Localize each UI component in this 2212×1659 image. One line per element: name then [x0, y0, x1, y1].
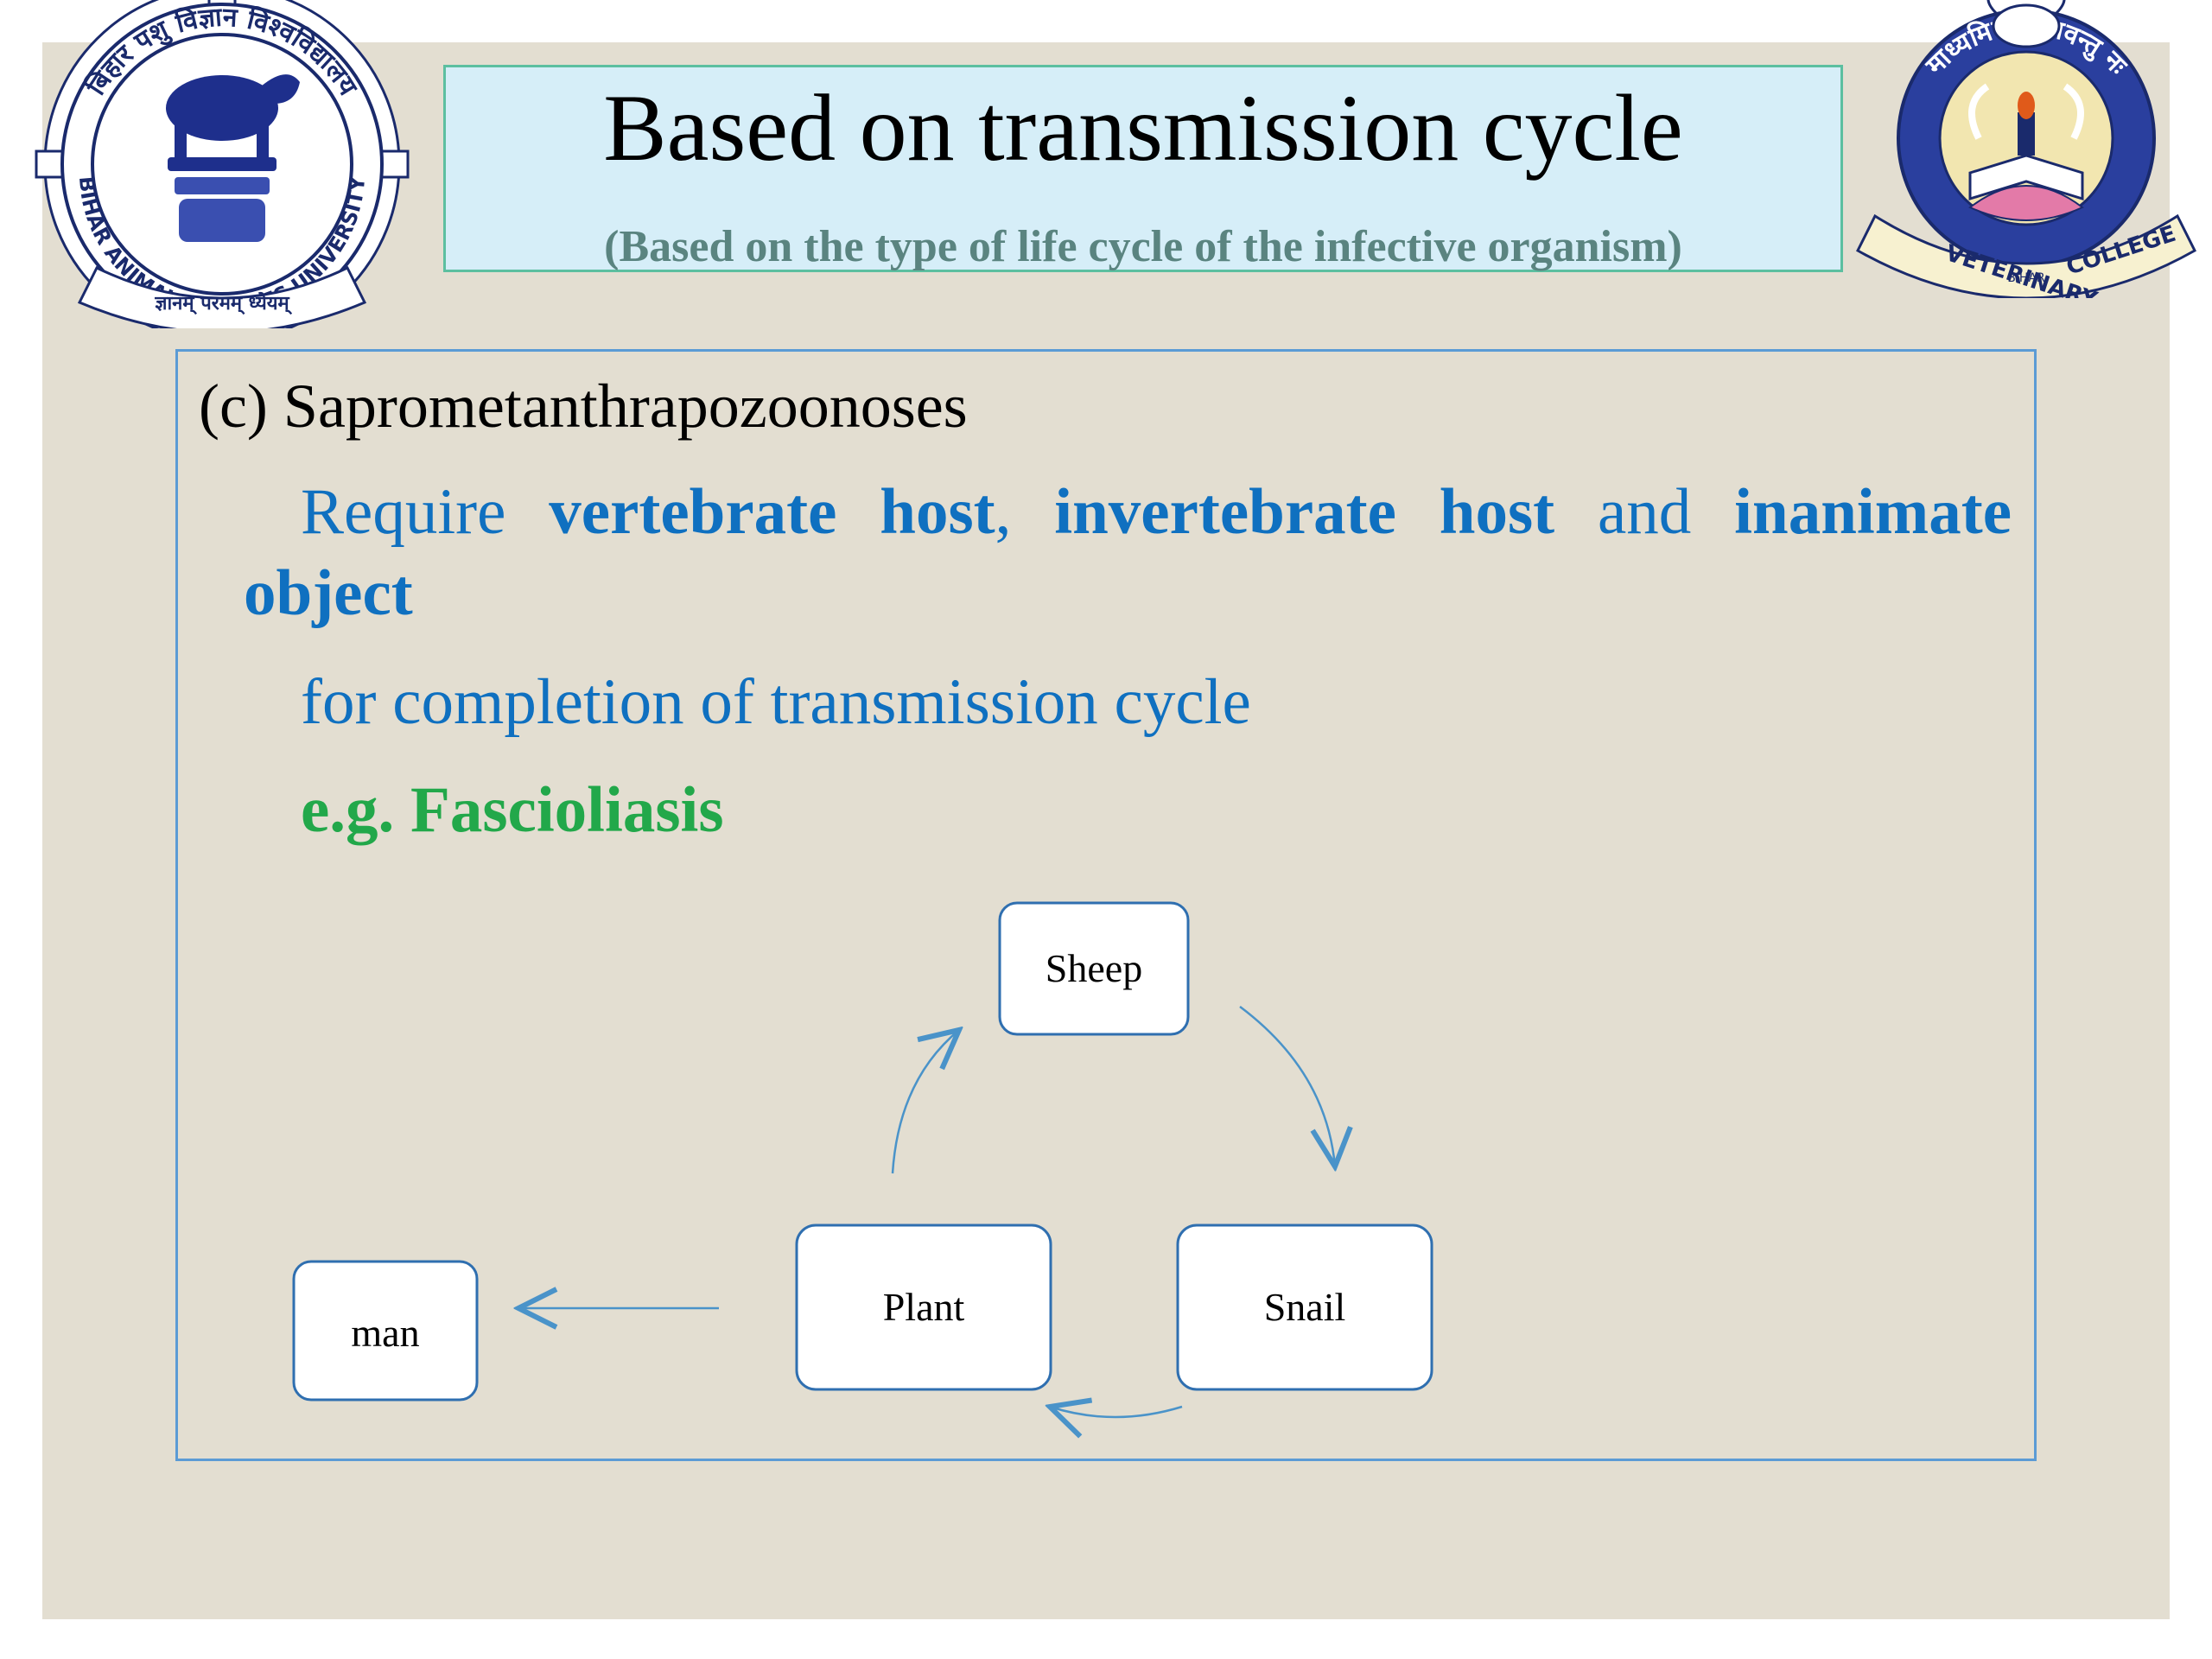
arrow-plant-to-sheep	[891, 1030, 959, 1174]
node-man-label: man	[351, 1311, 419, 1355]
example-text: e.g. Fascioliasis	[301, 774, 724, 846]
definition-line-2: object	[244, 557, 413, 629]
slide-subtitle: (Based on the type of life cycle of the …	[604, 222, 1682, 271]
definition-line-3: for completion of transmission cycle	[301, 666, 1251, 738]
node-plant-label: Plant	[883, 1285, 965, 1329]
node-snail-label: Snail	[1264, 1285, 1346, 1329]
university-logo: बिहार पशु विज्ञान विश्वविद्यालय BIHAR AN…	[35, 0, 410, 328]
content-box	[175, 349, 2037, 1461]
node-sheep-label: Sheep	[1046, 946, 1142, 990]
arrow-snail-to-plant	[1050, 1407, 1183, 1417]
college-logo: माध्यमिकवि भवन्तु नः VETERINARY COLLEGE …	[1856, 0, 2196, 298]
node-man: man	[292, 1260, 479, 1402]
word-vertebrate: vertebrate	[549, 476, 837, 548]
comma: ,	[995, 476, 1012, 548]
arrow-sheep-to-snail	[1239, 1006, 1335, 1166]
definition-line-1: Require vertebrate host, invertebrate ho…	[301, 474, 2012, 551]
section-heading: (c) Saprometanthrapozoonoses	[199, 372, 968, 441]
svg-text:BIHAR: BIHAR	[2007, 271, 2045, 285]
svg-text:ज्ञानम् परमम् ध्येयम्: ज्ञानम् परमम् ध्येयम्	[154, 291, 292, 315]
word-require: Require	[301, 476, 506, 548]
word-invertebrate: invertebrate	[1054, 476, 1396, 548]
slide-title: Based on transmission cycle	[603, 75, 1683, 181]
title-box: Based on transmission cycle (Based on th…	[443, 65, 1843, 272]
word-host-1: host	[880, 476, 995, 548]
word-host-2: host	[1439, 476, 1555, 548]
word-inanimate: inanimate	[1734, 476, 2012, 548]
word-and: and	[1597, 476, 1692, 548]
node-plant: Plant	[795, 1224, 1052, 1391]
word-host-1-group: host,	[880, 474, 1011, 551]
node-sheep: Sheep	[998, 901, 1190, 1036]
node-snail: Snail	[1176, 1224, 1433, 1391]
